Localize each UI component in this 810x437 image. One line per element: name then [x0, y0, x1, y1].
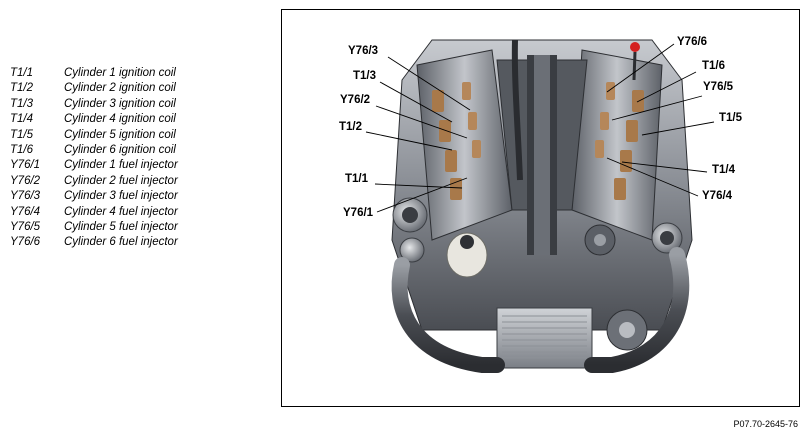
legend-desc: Cylinder 5 fuel injector: [64, 221, 178, 234]
legend-item: Y76/5 Cylinder 5 fuel injector: [10, 220, 178, 235]
callout-y76-3: Y76/3: [348, 45, 379, 57]
right-bank-components: [595, 42, 644, 200]
charge-air-pipes: [391, 247, 690, 373]
legend-code: T1/4: [10, 113, 34, 126]
turbochargers: [392, 197, 683, 263]
callout-t1-1: T1/1: [345, 173, 369, 185]
legend-code: T1/2: [10, 82, 34, 95]
legend-item: T1/6 Cylinder 6 ignition coil: [10, 143, 178, 158]
callout-y76-6: Y76/6: [677, 36, 708, 48]
legend-item: Y76/3 Cylinder 3 fuel injector: [10, 189, 178, 204]
callout-y76-1: Y76/1: [343, 207, 374, 219]
legend-item: T1/1 Cylinder 1 ignition coil: [10, 66, 178, 81]
legend-item: T1/5 Cylinder 5 ignition coil: [10, 128, 178, 143]
engine-illustration: [365, 39, 715, 373]
reservoir: [446, 232, 488, 278]
figure-reference: P07.70-2645-76: [733, 419, 798, 429]
legend-code: T1/5: [10, 128, 34, 141]
legend-desc: Cylinder 4 ignition coil: [64, 113, 176, 126]
callout-t1-6: T1/6: [702, 60, 726, 72]
engine-block: [391, 39, 693, 331]
callout-t1-3: T1/3: [353, 70, 377, 82]
intercooler: [496, 307, 593, 369]
legend-code: T1/6: [10, 144, 34, 157]
legend-desc: Cylinder 3 ignition coil: [64, 97, 176, 110]
legend-desc: Cylinder 2 fuel injector: [64, 174, 178, 187]
legend-item: T1/2 Cylinder 2 ignition coil: [10, 81, 178, 96]
legend-code: Y76/2: [10, 174, 41, 187]
legend-code: T1/3: [10, 97, 34, 110]
callout-t1-4: T1/4: [712, 164, 736, 176]
legend-desc: Cylinder 5 ignition coil: [64, 128, 176, 141]
legend-item: Y76/6 Cylinder 6 fuel injector: [10, 235, 178, 250]
legend-desc: Cylinder 2 ignition coil: [64, 82, 176, 95]
legend-item: Y76/1 Cylinder 1 fuel injector: [10, 158, 178, 173]
legend-desc: Cylinder 4 fuel injector: [64, 205, 178, 218]
legend-desc: Cylinder 6 fuel injector: [64, 236, 178, 249]
legend-desc: Cylinder 1 ignition coil: [64, 67, 176, 79]
callout-y76-4: Y76/4: [702, 190, 733, 202]
legend-desc: Cylinder 1 fuel injector: [64, 159, 178, 172]
legend-code: Y76/5: [10, 221, 41, 234]
callout-y76-5: Y76/5: [703, 81, 734, 93]
front-pulleys: [584, 224, 648, 351]
callout-t1-5: T1/5: [719, 112, 743, 124]
legend-item: Y76/4 Cylinder 4 fuel injector: [10, 205, 178, 220]
legend-item: T1/4 Cylinder 4 ignition coil: [10, 112, 178, 127]
red-cap: [630, 42, 640, 52]
legend-item: Y76/2 Cylinder 2 fuel injector: [10, 174, 178, 189]
legend-code: Y76/6: [10, 236, 41, 249]
legend-item: T1/3 Cylinder 3 ignition coil: [10, 97, 178, 112]
legend-code: T1/1: [10, 67, 34, 79]
callout-t1-2: T1/2: [339, 121, 363, 133]
callout-y76-2: Y76/2: [340, 94, 371, 106]
legend-code: Y76/3: [10, 190, 41, 203]
legend-code: Y76/1: [10, 159, 41, 172]
legend-desc: Cylinder 6 ignition coil: [64, 144, 176, 157]
leader-lines: [365, 43, 715, 213]
legend-desc: Cylinder 3 fuel injector: [64, 190, 178, 203]
legend-code: Y76/4: [10, 205, 41, 218]
engine-figure: Y76/3 T1/3 Y76/2 T1/2 T1/1 Y76/1 Y76/6 T…: [281, 9, 800, 407]
